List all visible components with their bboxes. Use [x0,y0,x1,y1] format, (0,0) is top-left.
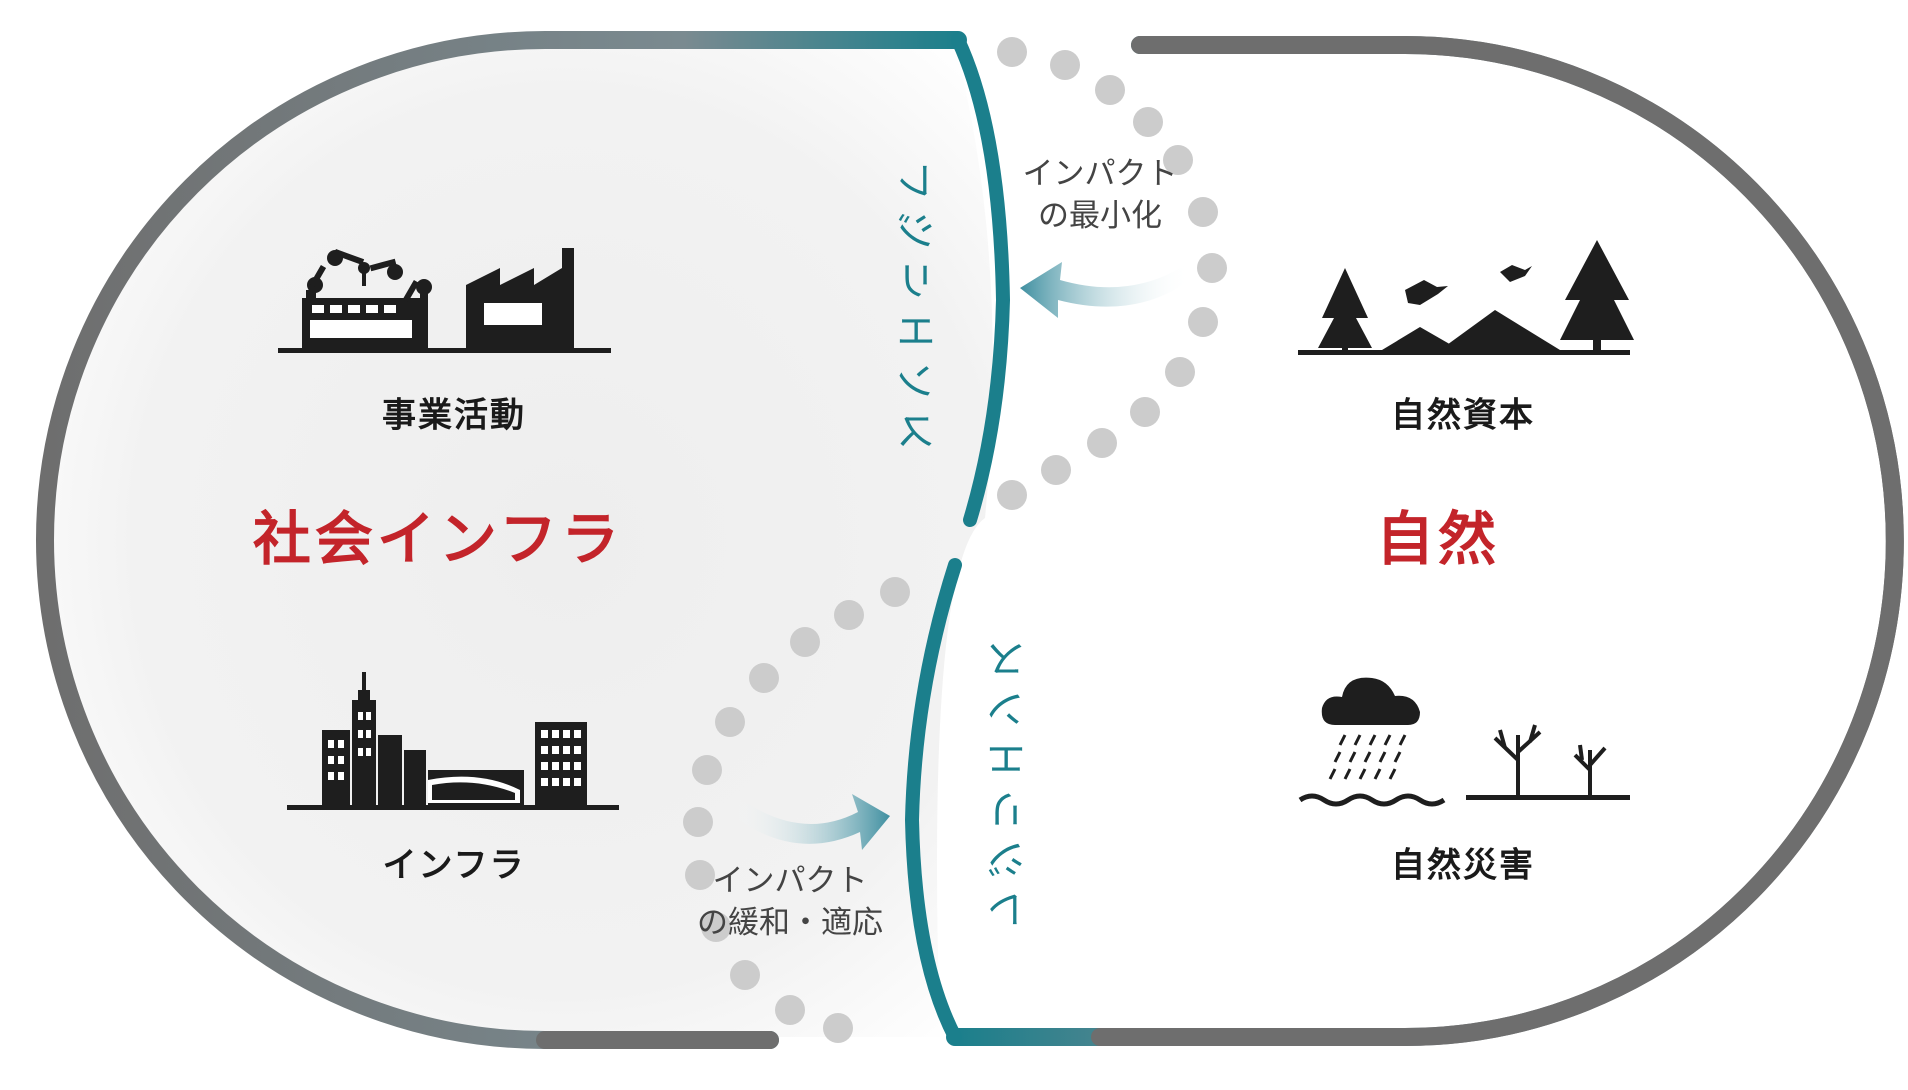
natural-capital-label: 自然資本 [1391,395,1535,436]
city-infrastructure-icon [287,672,619,810]
natural-disaster-icon [1298,677,1630,807]
flow-dot [823,1013,853,1043]
flow-dot [685,860,715,890]
flow-dot [1188,197,1218,227]
arrow-minimize-impact [1020,262,1190,318]
nature-title: 自然 [1375,505,1501,573]
factory-icon [278,248,611,353]
flow-dot [692,755,722,785]
business-activity-label: 事業活動 [382,395,526,436]
flow-dot [701,912,731,942]
flow-dot [997,480,1027,510]
flow-dot [880,577,910,607]
flow-dot [715,707,745,737]
mitigate-adapt-line2: の緩和・適応 [697,905,883,941]
dotted-flow-bottom [683,577,910,1043]
arrow-mitigate-adapt [733,794,890,850]
flow-dot [1165,357,1195,387]
flow-dot [790,627,820,657]
flow-dot [834,600,864,630]
mitigate-adapt-label: インパクト の緩和・適応 [697,860,883,944]
flow-dot [1050,50,1080,80]
mitigate-adapt-line1: インパクト [712,863,868,899]
flow-dot [1188,307,1218,337]
society-area [45,45,993,1037]
flow-dot [1130,397,1160,427]
flow-dot [1197,253,1227,283]
nature-capital-icon [1298,240,1634,355]
flow-dot [1087,428,1117,458]
flow-dot [730,960,760,990]
right-frame-upper [1091,36,1904,1046]
minimize-impact-line1: インパクト [1022,156,1178,192]
resilience-barrier-top [951,33,1011,527]
minimize-impact-line2: の最小化 [1038,198,1162,234]
left-frame [36,31,967,1049]
resilience-label-bottom: レジリエンス [987,630,1033,930]
resilience-label-top: レジリエンス [897,160,943,460]
flow-dot [683,807,713,837]
society-infrastructure-title: 社会インフラ [252,505,624,573]
flow-dot [997,37,1027,67]
natural-disaster-label: 自然災害 [1391,845,1535,886]
resilience-barrier-bottom [904,558,962,1044]
flow-dot [1095,75,1125,105]
dotted-flow-top [997,37,1227,510]
flow-dot [749,663,779,693]
flow-dot [1163,145,1193,175]
flow-dot [1041,455,1071,485]
flow-dot [775,995,805,1025]
minimize-impact-label: インパクト の最小化 [1023,153,1178,237]
infrastructure-label: インフラ [382,845,526,886]
flow-dot [1133,107,1163,137]
